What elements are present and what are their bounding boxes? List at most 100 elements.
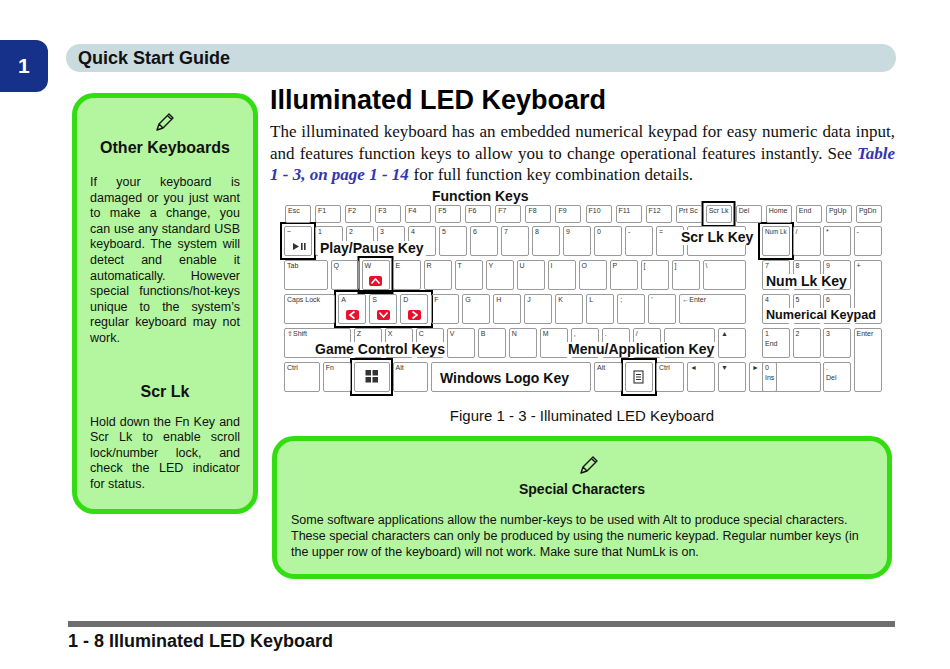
key-legend: - [628, 228, 650, 236]
key-cap: / [793, 226, 821, 256]
key-legend: M [543, 330, 565, 338]
key-cap: E [393, 260, 421, 290]
key-legend: Q [334, 262, 356, 270]
key-legend: 6 [473, 228, 495, 236]
key-legend: G [465, 296, 487, 304]
key-cap: F6 [465, 205, 491, 223]
key-cap: Alt [594, 362, 622, 392]
key-legend: 0 [765, 364, 818, 372]
menu-key-icon [634, 371, 643, 383]
intro-paragraph: The illuminated keyboard has an embedded… [270, 121, 895, 186]
footer-rule [68, 621, 895, 627]
chapter-number: 1 [18, 54, 30, 78]
key-cap: L [586, 294, 614, 324]
key-cap [625, 362, 653, 392]
key-legend: 3 [380, 228, 402, 236]
key-cap: 3 [823, 328, 851, 358]
key-legend: 5 [796, 296, 818, 304]
callout-label: Numerical Keypad [764, 308, 878, 323]
key-cap: M [540, 328, 568, 358]
key-cap: 6 [470, 226, 498, 256]
key-legend: 2 [349, 228, 371, 236]
key-cap: T [455, 260, 483, 290]
key-cap [354, 362, 390, 392]
key-legend: C [419, 330, 441, 338]
key-cap: 8 [532, 226, 560, 256]
key-legend: F2 [348, 207, 368, 215]
key-legend: . [826, 364, 848, 372]
key-cap: F [431, 294, 459, 324]
key-legend: Alt [396, 364, 426, 372]
key-legend: ; [620, 296, 642, 304]
key-legend: Y [489, 262, 511, 270]
key-legend: H [496, 296, 518, 304]
key-cap: Del [736, 205, 762, 223]
key-legend: 0 [597, 228, 619, 236]
paragraph-text: The illuminated keyboard has an embedded… [270, 122, 895, 163]
key-cap: Caps Lock [284, 294, 335, 324]
key-legend: F6 [468, 207, 488, 215]
key-legend: Home [769, 207, 789, 215]
key-legend: Ctrl [659, 364, 681, 372]
play-pause-icon [293, 243, 306, 250]
key-cap: N [509, 328, 537, 358]
key-cap: G [462, 294, 490, 324]
key-cap: Num Lk [762, 226, 790, 256]
section-header: Quick Start Guide [78, 47, 230, 69]
chapter-tab [0, 40, 48, 92]
key-legend: PgDn [859, 207, 879, 215]
key-legend: F11 [619, 207, 639, 215]
key-cap: Enter [854, 328, 882, 392]
key-legend: L [589, 296, 611, 304]
key-cap: Scr Lk [706, 205, 732, 223]
key-cap: ▼ [718, 362, 746, 392]
key-legend: Alt [597, 364, 619, 372]
key-cap: F11 [616, 205, 642, 223]
key-legend: R [427, 262, 449, 270]
key-legend: J [527, 296, 549, 304]
key-legend: ' [651, 296, 673, 304]
key-cap: End [796, 205, 822, 223]
key-legend: 4 [411, 228, 433, 236]
pencil-icon [577, 455, 599, 477]
key-legend: F [434, 296, 456, 304]
key-cap: ←Enter [679, 294, 746, 324]
key-legend: . [605, 330, 627, 338]
key-cap: F3 [375, 205, 401, 223]
callout-label: Function Keys [430, 189, 530, 204]
pencil-icon [153, 112, 175, 134]
key-cap: 0 [594, 226, 622, 256]
key-cap: - [854, 226, 882, 256]
key-legend: Ins [765, 374, 818, 382]
key-cap: ; [617, 294, 645, 324]
key-legend: S [372, 296, 394, 304]
note-body: Hold down the Fn Key and Scr Lk to enabl… [90, 415, 240, 493]
key-legend: ◄ [690, 364, 712, 372]
key-cap: O [579, 260, 607, 290]
key-legend: + [857, 262, 879, 270]
key-legend: * [826, 228, 848, 236]
key-cap: 5 [439, 226, 467, 256]
key-cap: F8 [525, 205, 551, 223]
key-legend: 7 [765, 262, 787, 270]
page-footer: 1 - 8 Illuminated LED Keyboard [68, 630, 333, 652]
key-legend: Scr Lk [709, 207, 729, 215]
note-box: Special CharactersSome software applicat… [272, 436, 892, 579]
key-legend: W [365, 262, 387, 270]
key-cap: U [517, 260, 545, 290]
key-legend: ] [675, 262, 697, 270]
key-legend: Z [357, 330, 379, 338]
windows-logo-icon [366, 370, 379, 383]
key-cap: F5 [435, 205, 461, 223]
note-box: Other KeyboardsIf your keyboard is damag… [72, 93, 258, 514]
key-cap: ◄ [687, 362, 715, 392]
key-legend: E [396, 262, 418, 270]
key-legend: F10 [589, 207, 609, 215]
key-legend: Caps Lock [287, 296, 332, 304]
key-legend: A [341, 296, 363, 304]
key-legend: 1 [765, 330, 787, 338]
key-legend: 4 [765, 296, 787, 304]
key-cap: F4 [405, 205, 431, 223]
key-legend: Tab [287, 262, 325, 270]
key-cap: A [338, 294, 366, 324]
